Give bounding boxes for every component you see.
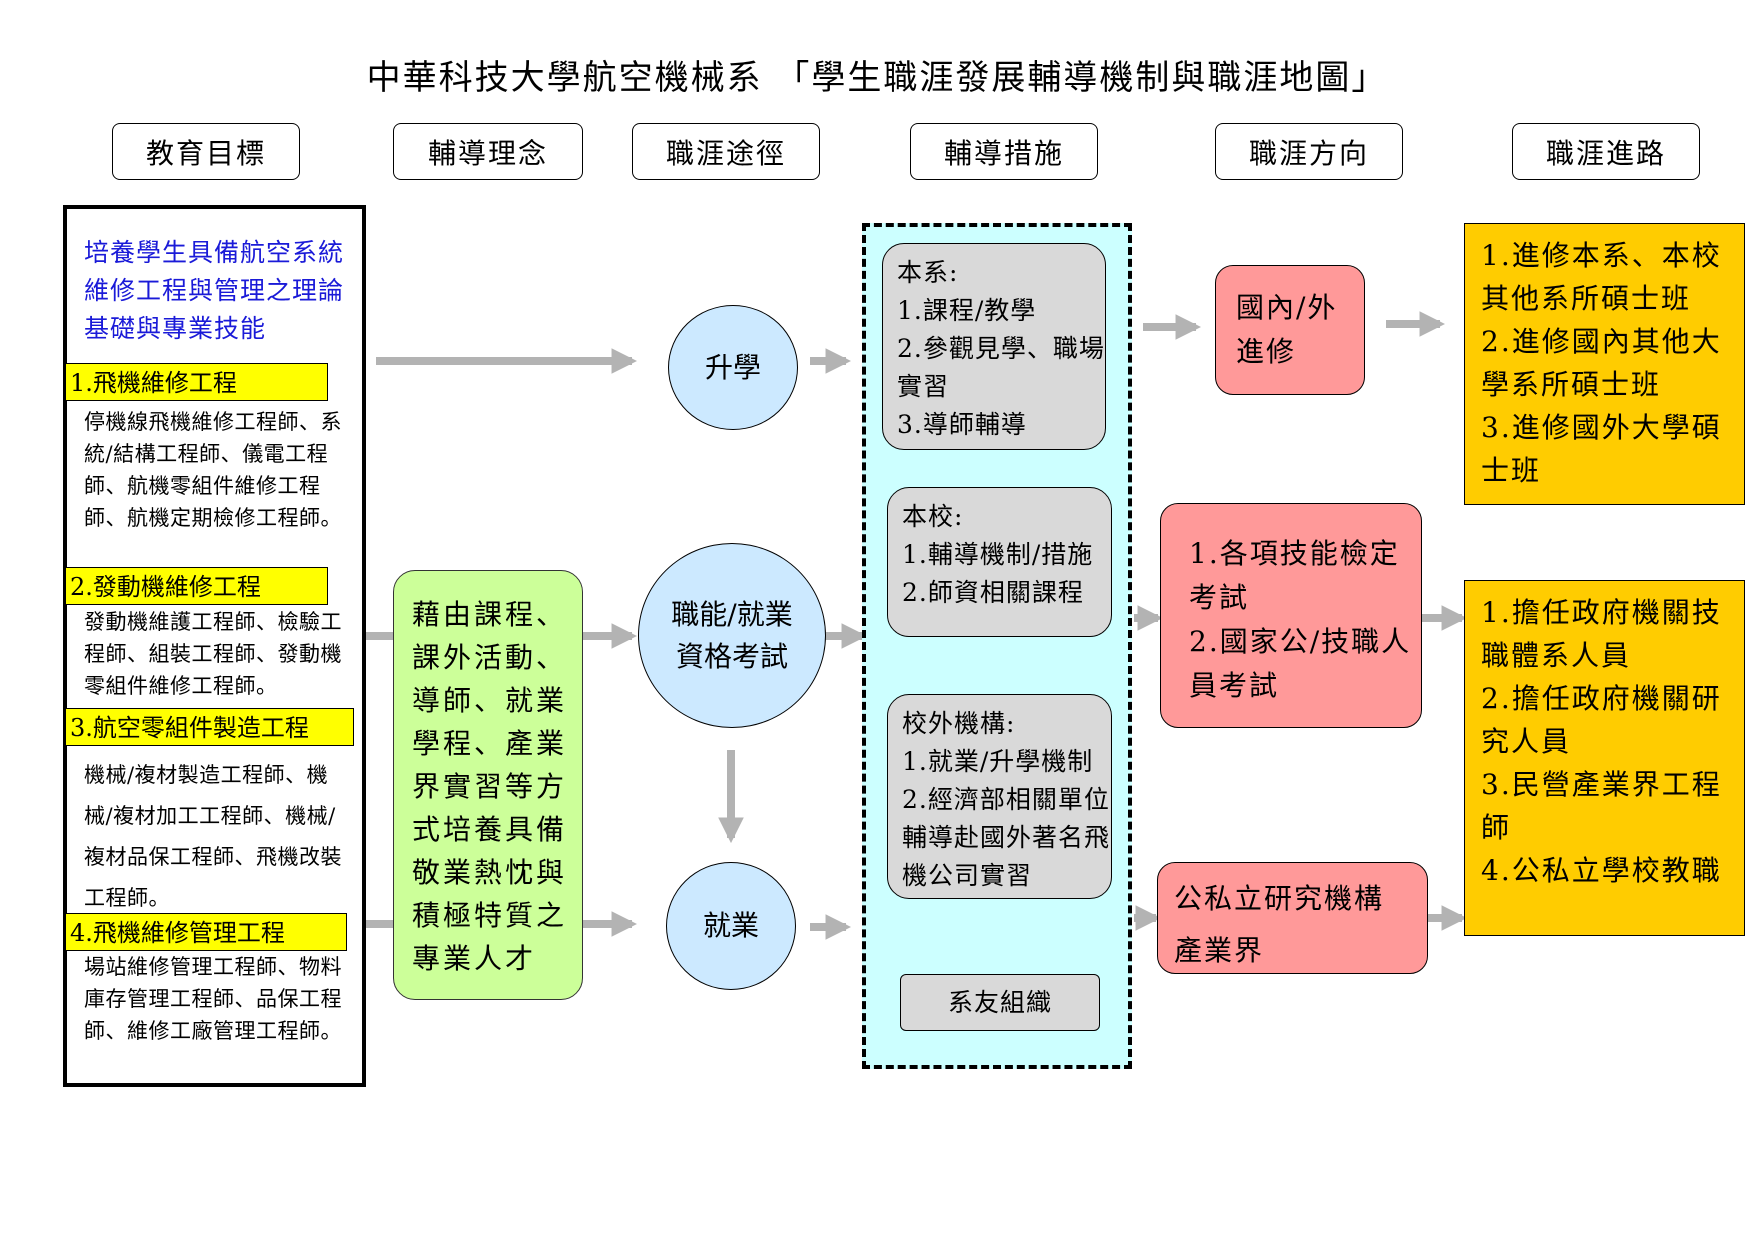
measure-school-item: 1.輔導機制/措施 <box>902 540 1094 569</box>
measure-department-item: 2.參觀見學、職場實習 <box>897 334 1105 401</box>
advancement-job-item: 2.擔任政府機關研究人員 <box>1481 682 1722 758</box>
pathway-employment: 就業 <box>666 862 796 990</box>
direction-exam-item: 2.國家公/技職人員考試 <box>1189 625 1412 702</box>
direction-institution-item: 產業界 <box>1174 934 1265 967</box>
advancement-study-item: 3.進修國外大學碩士班 <box>1481 411 1722 487</box>
measure-alumni-organization: 系友組織 <box>900 974 1100 1031</box>
advancement-study-item: 1.進修本系、本校其他系所碩士班 <box>1481 239 1722 315</box>
direction-institutions: 公私立研究機構 產業界 <box>1157 862 1428 974</box>
measure-school-heading: 本校: <box>902 502 964 531</box>
page-title: 中華科技大學航空機械系 「學生職涯發展輔導機制與職涯地圖」 <box>366 58 1388 98</box>
pathway-further-study: 升學 <box>668 305 798 430</box>
header-guidance-concept: 輔導理念 <box>393 123 583 180</box>
track-label-parts-manufacturing: 3.航空零組件製造工程 <box>65 708 354 746</box>
direction-exam-item: 1.各項技能檢定考試 <box>1189 537 1400 614</box>
advancement-further-study: 1.進修本系、本校其他系所碩士班 2.進修國內其他大學系所碩士班 3.進修國外大… <box>1464 223 1745 505</box>
track-label-aircraft-maintenance: 1.飛機維修工程 <box>65 363 328 401</box>
header-education-goal: 教育目標 <box>112 123 300 180</box>
advancement-job-item: 3.民營產業界工程師 <box>1481 768 1722 844</box>
header-career-pathway: 職涯途徑 <box>632 123 820 180</box>
header-career-direction: 職涯方向 <box>1215 123 1403 180</box>
measure-external-item: 2.經濟部相關單位輔導赴國外著名飛機公司實習 <box>902 785 1111 890</box>
track-jobs-maintenance-management: 場站維修管理工程師、物料庫存管理工程師、品保工程師、維修工廠管理工程師。 <box>84 955 342 1043</box>
measure-department-item: 1.課程/教學 <box>897 296 1037 325</box>
measure-external-heading: 校外機構: <box>902 709 1016 738</box>
direction-further-study: 國內/外進修 <box>1215 265 1365 395</box>
measure-department-heading: 本系: <box>897 258 959 287</box>
advancement-job-item: 1.擔任政府機關技職體系人員 <box>1481 596 1722 672</box>
track-label-maintenance-management: 4.飛機維修管理工程 <box>65 913 347 951</box>
direction-exams: 1.各項技能檢定考試 2.國家公/技職人員考試 <box>1160 503 1422 728</box>
measure-school: 本校: 1.輔導機制/措施 2.師資相關課程 <box>887 487 1112 637</box>
guidance-concept-box: 藉由課程、課外活動、導師、就業學程、產業界實習等方式培養具備敬業熱忱與積極特質之… <box>393 570 583 1000</box>
advancement-study-item: 2.進修國內其他大學系所碩士班 <box>1481 325 1722 401</box>
track-jobs-engine-maintenance: 發動機維護工程師、檢驗工程師、組裝工程師、發動機零組件維修工程師。 <box>84 610 342 698</box>
header-guidance-measures: 輔導措施 <box>910 123 1098 180</box>
measure-external-item: 1.就業/升學機制 <box>902 747 1094 776</box>
education-goal-statement: 培養學生具備航空系統維修工程與管理之理論基礎與專業技能 <box>84 238 345 343</box>
pathway-certification-exam: 職能/就業資格考試 <box>638 543 826 728</box>
measure-school-item: 2.師資相關課程 <box>902 578 1084 607</box>
measure-external-institutions: 校外機構: 1.就業/升學機制 2.經濟部相關單位輔導赴國外著名飛機公司實習 <box>887 694 1112 899</box>
track-label-engine-maintenance: 2.發動機維修工程 <box>65 567 328 605</box>
header-career-advancement: 職涯進路 <box>1512 123 1700 180</box>
track-jobs-parts-manufacturing: 機械/複材製造工程師、機械/複材加工工程師、機械/複材品保工程師、飛機改裝工程師… <box>84 763 342 910</box>
advancement-job-item: 4.公私立學校教職 <box>1481 854 1722 887</box>
track-jobs-aircraft-maintenance: 停機線飛機維修工程師、系統/結構工程師、儀電工程師、航機零組件維修工程師、航機定… <box>84 410 342 530</box>
measure-department-item: 3.導師輔導 <box>897 410 1027 439</box>
advancement-employment: 1.擔任政府機關技職體系人員 2.擔任政府機關研究人員 3.民營產業界工程師 4… <box>1464 580 1745 936</box>
direction-institution-item: 公私立研究機構 <box>1174 882 1385 915</box>
measure-department: 本系: 1.課程/教學 2.參觀見學、職場實習 3.導師輔導 <box>882 243 1106 450</box>
